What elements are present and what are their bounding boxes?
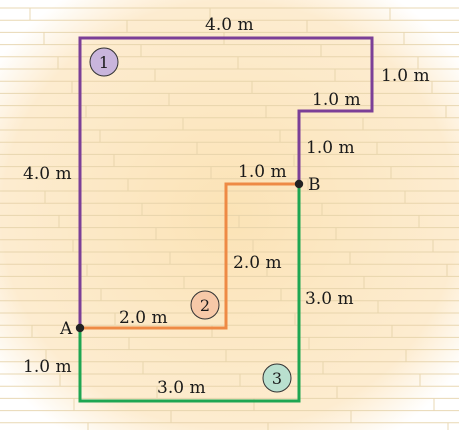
label-right-1m: 1.0 m <box>381 66 430 86</box>
point-b-label: B <box>308 175 321 195</box>
floor-plank-lines <box>0 7 459 430</box>
label-left-1m: 1.0 m <box>23 357 72 377</box>
label-left-4m: 4.0 m <box>23 164 72 184</box>
label-top-4m: 4.0 m <box>205 15 254 35</box>
path-1-badge: 1 <box>89 47 119 77</box>
label-orange-2m-vertical: 2.0 m <box>233 253 282 273</box>
path-3-line <box>78 184 301 403</box>
point-a-label: A <box>59 319 73 339</box>
point-a-dot <box>75 323 85 333</box>
path-2-line <box>80 182 299 330</box>
point-b-dot <box>294 179 304 189</box>
path-3-number: 3 <box>272 369 282 388</box>
label-orange-2m-horizontal: 2.0 m <box>119 308 168 328</box>
label-green-3m-bottom: 3.0 m <box>157 378 206 398</box>
path-1-number: 1 <box>99 53 109 72</box>
label-step-1m-horizontal: 1.0 m <box>312 90 361 110</box>
path-1-line <box>78 36 374 328</box>
label-green-3m-vertical: 3.0 m <box>305 289 354 309</box>
path-2-badge: 2 <box>190 290 220 320</box>
label-orange-1m: 1.0 m <box>238 162 287 182</box>
label-step-1m-vertical: 1.0 m <box>306 138 355 158</box>
path-2-number: 2 <box>200 296 210 315</box>
path-3-badge: 3 <box>262 363 292 393</box>
